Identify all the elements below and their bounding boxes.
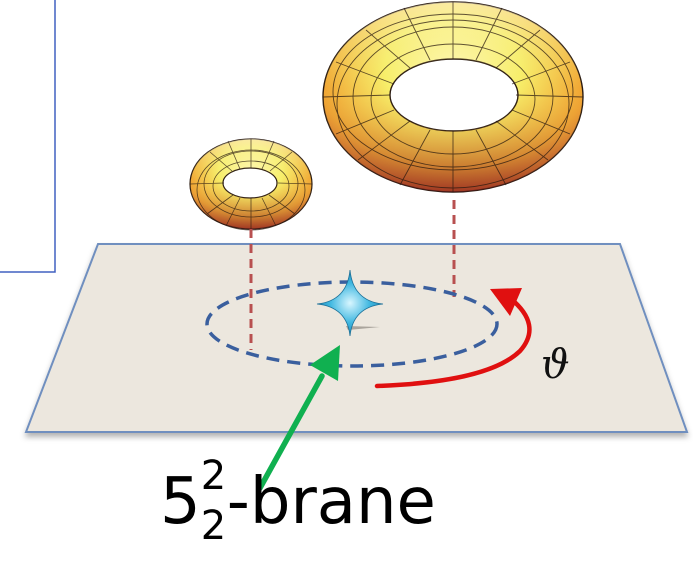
small-torus <box>189 138 313 231</box>
caption-superscript: 2 <box>200 453 227 499</box>
large-torus <box>322 1 584 193</box>
frame-box-edge <box>0 0 56 273</box>
rotation-arrow <box>374 288 532 389</box>
brane-marker <box>316 269 384 337</box>
pointer-arrow <box>257 345 340 491</box>
caption-suffix: -brane <box>226 465 436 539</box>
ground-plane <box>24 243 689 433</box>
caption-base: 5 <box>160 465 201 539</box>
angle-symbol: ϑ <box>541 342 570 388</box>
caption-subscript: 2 <box>200 503 227 549</box>
